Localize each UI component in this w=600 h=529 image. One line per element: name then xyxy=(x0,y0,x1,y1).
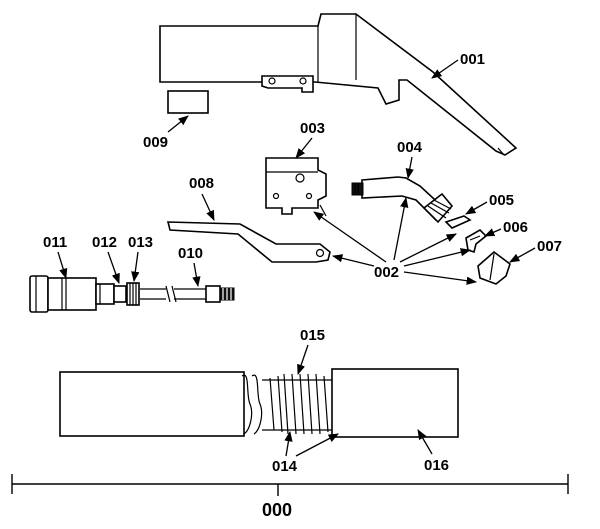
assembly-bracket xyxy=(11,474,569,496)
lever-part xyxy=(166,221,331,263)
label-015: 015 xyxy=(297,327,325,375)
label-005-text: 005 xyxy=(489,192,514,209)
label-010: 010 xyxy=(178,245,203,288)
supply-hose-part xyxy=(140,285,235,303)
label-003: 003 xyxy=(295,120,325,159)
label-013-text: 013 xyxy=(128,234,153,251)
label-004: 004 xyxy=(397,139,423,180)
label-008-text: 008 xyxy=(189,175,214,192)
label-006-text: 006 xyxy=(503,219,528,236)
washer-part xyxy=(444,215,472,229)
label-009: 009 xyxy=(143,115,189,151)
label-012-text: 012 xyxy=(92,234,117,251)
elbow-fitting-part xyxy=(351,176,454,224)
label-016-text: 016 xyxy=(424,457,449,474)
label-004-text: 004 xyxy=(397,139,423,156)
label-001: 001 xyxy=(431,51,485,79)
label-011-text: 011 xyxy=(43,234,67,251)
nut-part xyxy=(113,285,127,303)
label-015-text: 015 xyxy=(300,327,325,344)
valve-part xyxy=(265,157,327,217)
label-002-text: 002 xyxy=(374,264,399,281)
label-008: 008 xyxy=(189,175,215,221)
label-010-text: 010 xyxy=(178,245,203,262)
clip-part xyxy=(465,229,488,254)
label-009-text: 009 xyxy=(143,134,168,151)
label-012: 012 xyxy=(92,234,120,284)
label-005: 005 xyxy=(465,192,514,215)
nozzle-part xyxy=(477,250,511,285)
wand-head-part xyxy=(159,13,518,156)
label-016: 016 xyxy=(417,429,449,474)
label-007: 007 xyxy=(509,238,562,263)
label-013: 013 xyxy=(128,234,153,283)
label-003-text: 003 xyxy=(300,120,325,137)
ferrule-part xyxy=(126,282,140,306)
label-000-text: 000 xyxy=(262,500,292,520)
label-014: 014 xyxy=(272,430,339,475)
left-wand-tube-part xyxy=(59,371,245,437)
label-007-text: 007 xyxy=(537,238,562,255)
label-014-text: 014 xyxy=(272,458,298,475)
right-wand-tube-part xyxy=(331,368,459,438)
label-011: 011 xyxy=(43,234,68,279)
quick-coupler-part xyxy=(29,275,115,313)
label-006: 006 xyxy=(484,219,528,237)
pad-part xyxy=(167,90,209,114)
label-002: 002 xyxy=(313,196,478,285)
flex-hose-part xyxy=(241,373,340,435)
label-001-text: 001 xyxy=(460,51,485,68)
